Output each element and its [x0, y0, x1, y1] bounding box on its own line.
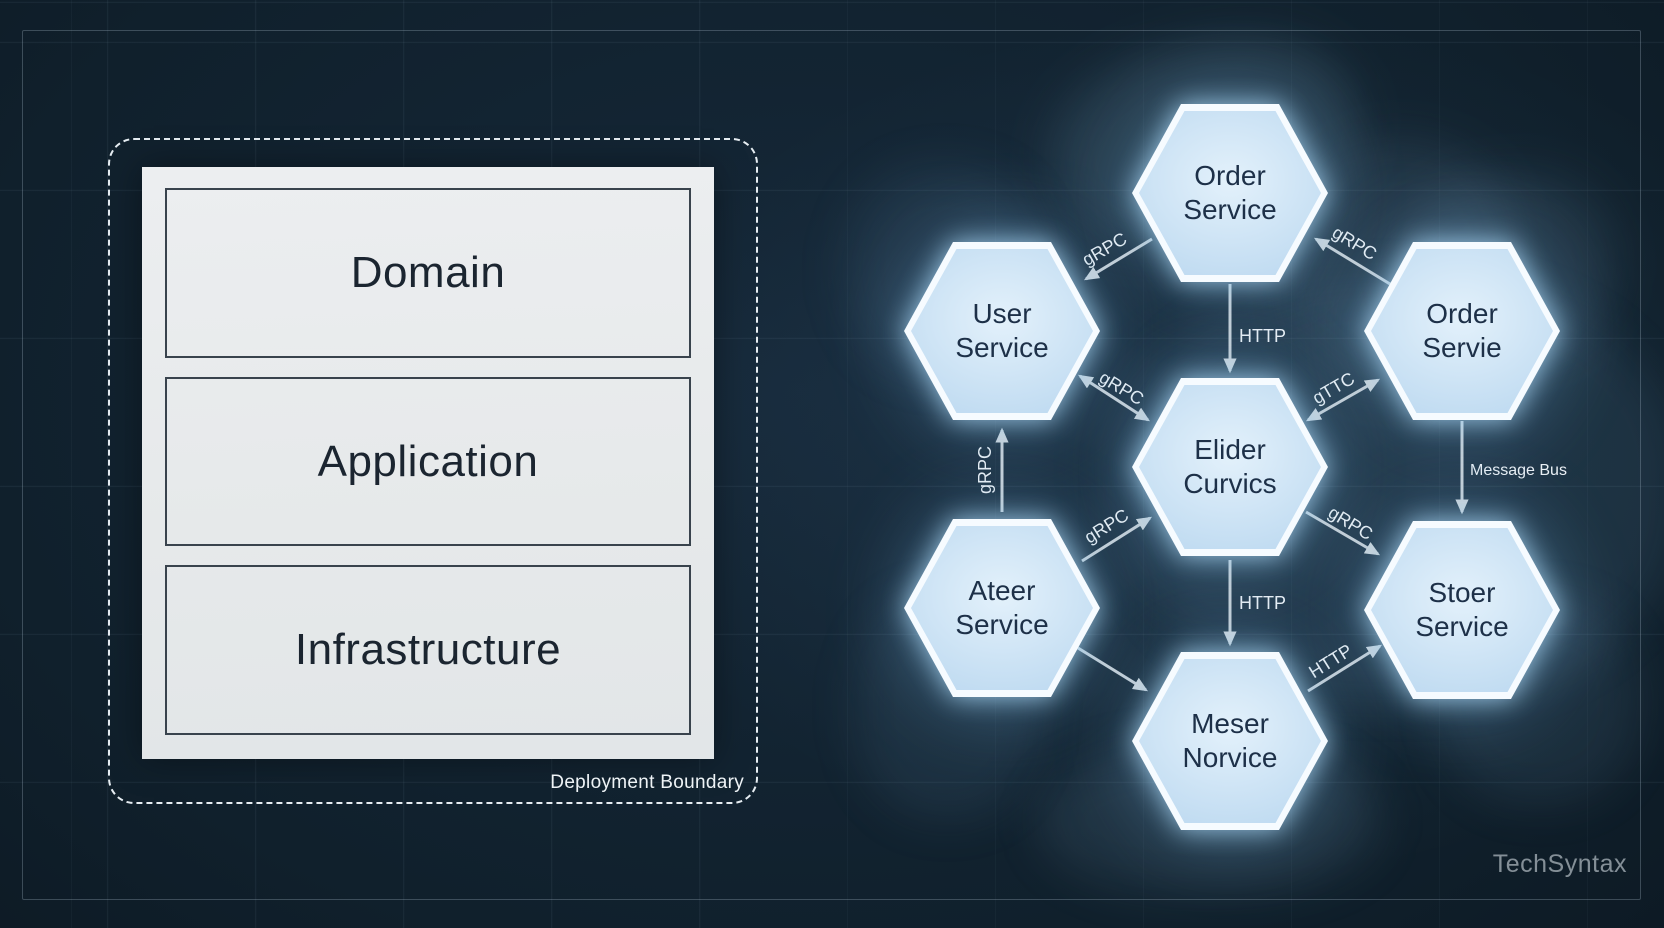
hexagon-shape: Elider Curvics — [1132, 378, 1328, 556]
service-node-meser: Meser Norvice — [1132, 652, 1328, 830]
node-label-line2: Service — [955, 609, 1049, 640]
service-node-user: User Service — [904, 242, 1100, 420]
node-label-line2: Service — [955, 332, 1049, 363]
layer-infrastructure: Infrastructure — [165, 565, 691, 736]
node-label-line1: Ateer — [968, 575, 1036, 606]
node-label-line2: Norvice — [1182, 742, 1278, 773]
service-node-order-right: Order Servie — [1364, 242, 1560, 420]
node-label-line2: Service — [1415, 611, 1509, 642]
layer-application-label: Application — [317, 436, 539, 486]
node-label-line1: Order — [1426, 298, 1498, 329]
service-node-stoer: Stoer Service — [1364, 521, 1560, 699]
layer-domain: Domain — [165, 188, 691, 358]
hexagon-shape: Meser Norvice — [1132, 652, 1328, 830]
service-node-order-top: Order Service — [1132, 104, 1328, 282]
layer-panel: Domain Application Infrastructure — [142, 167, 714, 759]
service-node-central: Elider Curvics — [1132, 378, 1328, 556]
edge-label-http: HTTP — [1239, 593, 1286, 613]
edge-label-grpc: gRPC — [975, 446, 995, 494]
hexagon-shape: User Service — [904, 242, 1100, 420]
watermark: TechSyntax — [1492, 850, 1627, 878]
node-label-line2: Servie — [1422, 332, 1502, 363]
layer-infrastructure-label: Infrastructure — [294, 625, 562, 675]
service-node-ateer: Ateer Service — [904, 519, 1100, 697]
hexagon-shape: Ateer Service — [904, 519, 1100, 697]
hexagon-shape: Order Servie — [1364, 242, 1560, 420]
layer-domain-label: Domain — [350, 247, 506, 297]
node-label-line1: Meser — [1191, 708, 1269, 739]
node-label-line2: Curvics — [1183, 468, 1277, 499]
node-label-line1: Order — [1194, 160, 1266, 191]
node-label-line1: User — [972, 298, 1032, 329]
deployment-boundary-box: Domain Application Infrastructure Deploy… — [108, 138, 758, 804]
node-label-line1: Elider — [1194, 434, 1266, 465]
hexagon-shape: Order Service — [1132, 104, 1328, 282]
edge-label-http: HTTP — [1239, 326, 1286, 346]
deployment-boundary-label: Deployment Boundary — [550, 772, 744, 793]
hexagon-shape: Stoer Service — [1364, 521, 1560, 699]
edge-label-message-bus: Message Bus — [1470, 462, 1567, 479]
node-label-line1: Stoer — [1428, 577, 1496, 608]
layer-application: Application — [165, 376, 691, 547]
node-label-line2: Service — [1183, 194, 1277, 225]
